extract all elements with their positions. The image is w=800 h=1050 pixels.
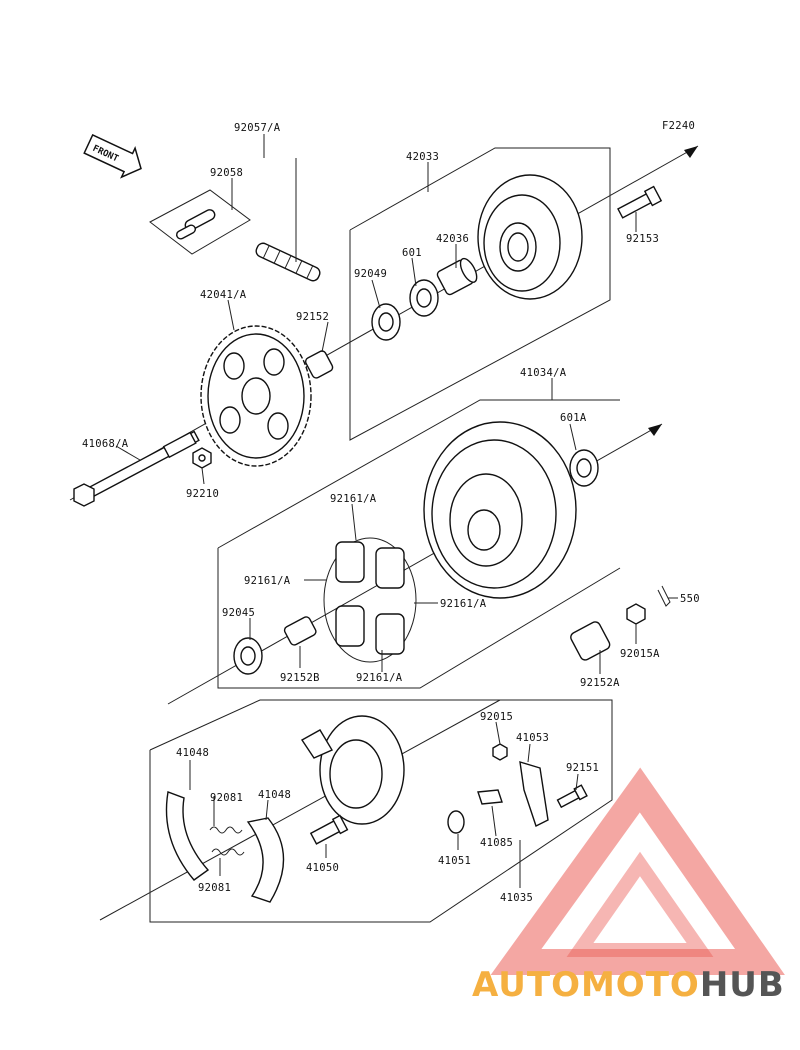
label-92058: 92058: [210, 167, 243, 179]
bearing-601A: [569, 449, 599, 487]
brake-shoe-right: [246, 817, 285, 903]
collar-92152B: [283, 616, 317, 646]
label-92049: 92049: [354, 268, 387, 280]
label-41053: 41053: [516, 732, 549, 744]
label-92015: 92015: [480, 711, 513, 723]
label-41068A: 41068/A: [82, 438, 129, 450]
spacer-92152: [304, 350, 334, 379]
bolt-92153: [617, 185, 663, 219]
label-42033: 42033: [406, 151, 439, 163]
label-42041A: 42041/A: [200, 289, 247, 301]
label-92152B: 92152B: [280, 672, 320, 684]
collar: [436, 257, 478, 296]
sprocket-coupling-hub: [477, 174, 583, 300]
label-550: 550: [680, 593, 700, 605]
drive-chain: [255, 242, 321, 282]
nut-92210: [192, 447, 212, 469]
brake-panel: [300, 715, 405, 825]
wear-indicator-41085: [477, 789, 503, 805]
label-92161A-top: 92161/A: [330, 493, 377, 505]
leader-lines: [115, 134, 678, 888]
label-92161A-bottom: 92161/A: [356, 672, 403, 684]
group-frames: [149, 147, 621, 923]
label-92153: 92153: [626, 233, 659, 245]
label-92081-top: 92081: [210, 792, 243, 804]
master-link: [149, 189, 251, 255]
collar-92152A: [570, 621, 611, 661]
nut-92015A: [626, 603, 646, 625]
rear-axle: [73, 430, 200, 507]
spring-lower: [211, 848, 245, 856]
label-92045: 92045: [222, 607, 255, 619]
cotter-pin-550: [657, 585, 671, 607]
bolt-92151: [556, 784, 588, 809]
label-601A: 601A: [560, 412, 587, 424]
figure-code: F2240: [662, 120, 695, 132]
label-92151: 92151: [566, 762, 599, 774]
hub-damper-rubbers: [323, 537, 417, 663]
label-92152: 92152: [296, 311, 329, 323]
brake-cam: [309, 814, 349, 845]
watermark-brand-part1: AUTOMOTO: [472, 965, 700, 1005]
label-92081-bottom: 92081: [198, 882, 231, 894]
label-92015A: 92015A: [620, 648, 660, 660]
label-92152A: 92152A: [580, 677, 620, 689]
label-41048-mid: 41048: [258, 789, 291, 801]
brake-lever-41053: [519, 761, 549, 827]
spring-upper: [209, 826, 243, 834]
label-92161A-left: 92161/A: [244, 575, 291, 587]
seal-41051: [447, 810, 465, 834]
label-42036: 42036: [436, 233, 469, 245]
label-601: 601: [402, 247, 422, 259]
watermark-triangle-icon: [490, 767, 785, 975]
bearing-92045: [233, 637, 263, 675]
label-41050: 41050: [306, 862, 339, 874]
bearing-601: [409, 279, 439, 317]
watermark-brand-part2: HUB: [700, 965, 785, 1005]
brake-shoe-left: [165, 791, 210, 881]
bearing-92049: [371, 303, 401, 341]
label-41051: 41051: [438, 855, 471, 867]
label-41085: 41085: [480, 837, 513, 849]
label-41048-left: 41048: [176, 747, 209, 759]
label-41035: 41035: [500, 892, 533, 904]
watermark-logo: [490, 767, 785, 975]
label-92210: 92210: [186, 488, 219, 500]
watermark-brand: AUTOMOTOHUB: [472, 965, 785, 1005]
label-92057A: 92057/A: [234, 122, 281, 134]
front-arrow-icon: FRONT: [83, 133, 142, 179]
wheel-hub: [423, 421, 577, 599]
label-41034A: 41034/A: [520, 367, 567, 379]
nut-92015: [492, 743, 508, 761]
rear-sprocket: [200, 325, 312, 467]
label-92161A-right: 92161/A: [440, 598, 487, 610]
part-labels: 92057/A 92058 42033 42036 601 92049 9215…: [82, 122, 700, 904]
